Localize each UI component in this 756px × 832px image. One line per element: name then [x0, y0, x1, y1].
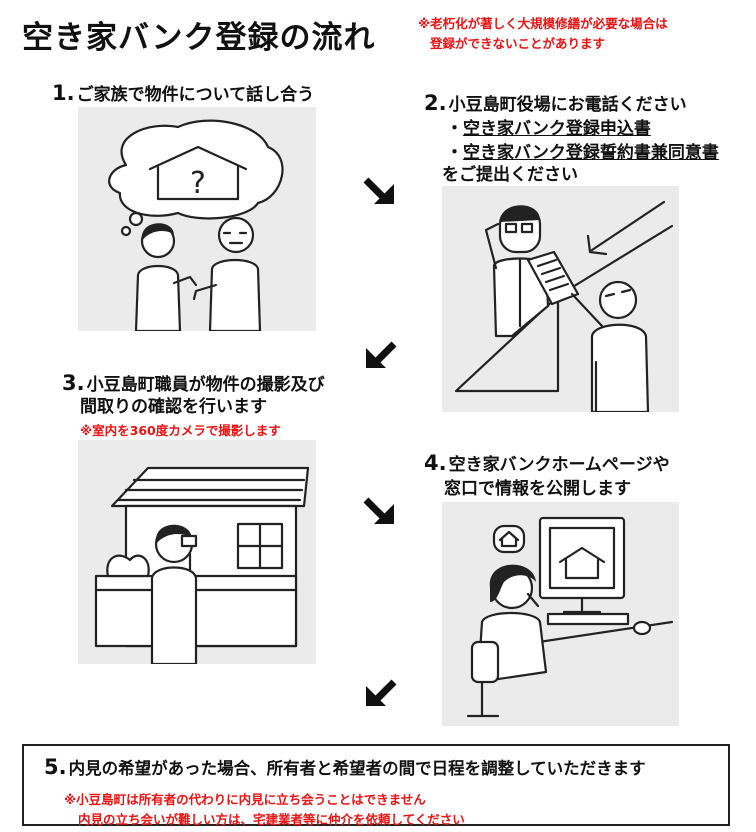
arrow-icon — [366, 341, 397, 368]
family-discussion-illustration: ? — [108, 119, 284, 331]
officer-person — [484, 205, 550, 338]
step5-text: 内見の希望があった場合、所有者と希望者の間で日程を調整していただきます — [68, 759, 646, 778]
step5-box: 5.内見の希望があった場合、所有者と希望者の間で日程を調整していただきます ※小… — [22, 744, 730, 827]
step2-text: 小豆島町役場にお電話ください — [448, 95, 687, 115]
arrow-icon — [366, 679, 397, 706]
website-publishing-illustration — [466, 516, 674, 718]
staff-photographer — [150, 524, 198, 664]
top-warning-note: ※老朽化が著しく大規模修繕が必要な場合は 登録ができないことがあります — [418, 14, 668, 54]
step1-text: ご家族で物件について話し合う — [76, 85, 315, 105]
step2-bullet2: ・空き家バンク登録誓約書兼同意書 — [446, 140, 719, 166]
step2-bullet1-prefix: ・ — [446, 119, 463, 139]
application-form-link: 空き家バンク登録申込書 — [463, 119, 651, 139]
step4-text-line2: 窓口で情報を公開します — [444, 479, 631, 499]
step1-number: 1. — [52, 81, 75, 105]
step2-tail: をご提出ください — [442, 165, 578, 185]
resident-person — [570, 280, 650, 412]
step3-illustration — [78, 440, 316, 664]
house-photography-illustration — [94, 466, 310, 664]
step2-illustration — [442, 186, 679, 412]
house-question-icon: ? — [148, 145, 248, 201]
step5-notes: ※小豆島町は所有者の代わりに内見に立ち会うことはできません 内見の立ち会いが難し… — [64, 790, 465, 830]
step5-note2: 内見の立ち会いが難しい方は、宅建業者等に仲介を依頼してください — [78, 812, 465, 827]
step5-note1: ※小豆島町は所有者の代わりに内見に立ち会うことはできません — [64, 792, 426, 807]
step4-text-line1: 空き家バンクホームページや — [448, 455, 670, 475]
person-at-desk — [466, 564, 548, 718]
house-bubble-icon — [492, 524, 526, 554]
step1-illustration: ? — [78, 107, 316, 331]
step3-text-line2: 間取りの確認を行います — [80, 397, 267, 417]
step3-text-line1: 小豆島町職員が物件の撮影及び — [86, 375, 325, 395]
step5-title: 5.内見の希望があった場合、所有者と希望者の間で日程を調整していただきます — [44, 754, 646, 782]
camera-icon — [180, 534, 198, 548]
step2-bullet2-prefix: ・ — [446, 143, 463, 163]
step2-bullet1: ・空き家バンク登録申込書 — [446, 116, 651, 142]
step2-number: 2. — [424, 91, 447, 115]
step3-title-line1: 3.小豆島町職員が物件の撮影及び — [62, 370, 325, 398]
monitor-icon — [538, 516, 652, 636]
person-right — [192, 216, 262, 331]
page-title: 空き家バンク登録の流れ — [22, 20, 376, 56]
person-left — [134, 223, 198, 331]
question-mark: ? — [190, 166, 206, 201]
arrow-icon — [363, 177, 394, 204]
pledge-consent-form-link: 空き家バンク登録誓約書兼同意書 — [463, 143, 719, 163]
step1-title: 1.ご家族で物件について話し合う — [52, 80, 314, 108]
top-warning-line1: ※老朽化が著しく大規模修繕が必要な場合は — [418, 16, 668, 31]
step3-camera-note: ※室内を360度カメラで撮影します — [80, 423, 281, 438]
step2-title: 2.小豆島町役場にお電話ください — [424, 90, 687, 118]
top-warning-line2: 登録ができないことがあります — [430, 36, 606, 51]
step4-illustration — [442, 502, 679, 726]
step4-number: 4. — [424, 451, 447, 475]
step3-number: 3. — [62, 371, 85, 395]
office-submission-illustration — [454, 200, 674, 412]
arrow-icon — [363, 497, 394, 524]
step5-number: 5. — [44, 755, 67, 779]
step4-title-line1: 4.空き家バンクホームページや — [424, 450, 670, 478]
